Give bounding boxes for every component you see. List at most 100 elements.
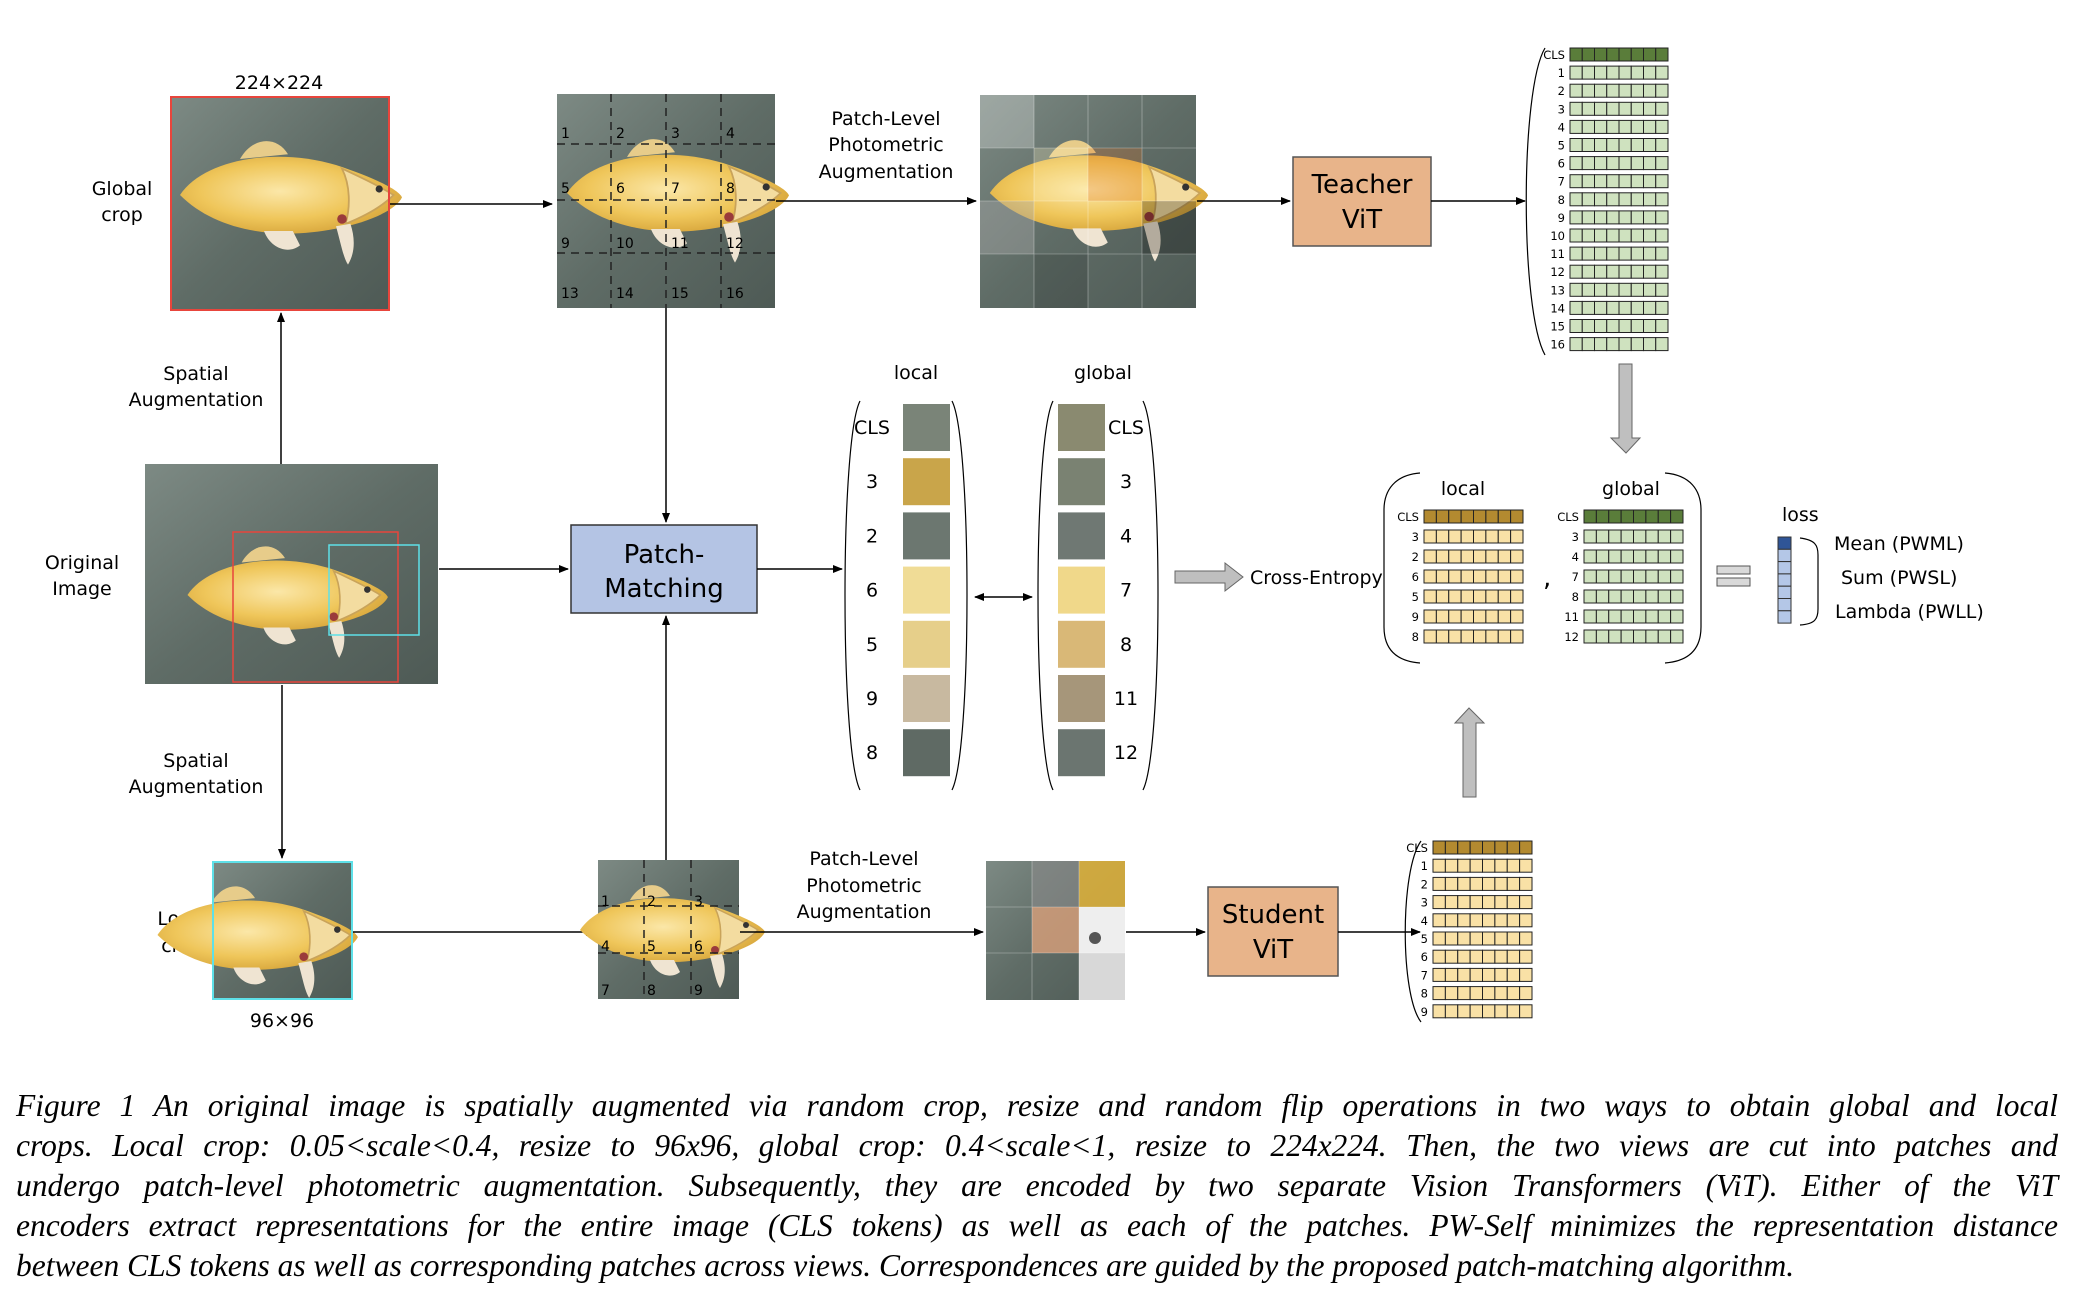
patch-number: 11 bbox=[671, 236, 689, 252]
teacher-token-label: 1 bbox=[1558, 66, 1565, 80]
token-cell bbox=[1608, 569, 1622, 584]
token-cell bbox=[1618, 337, 1632, 352]
token-cell bbox=[1618, 246, 1632, 261]
token-cell bbox=[1594, 174, 1608, 189]
token-cell bbox=[1594, 319, 1608, 333]
token-cell bbox=[1423, 609, 1437, 624]
token-cell bbox=[1608, 629, 1622, 644]
ce-global-token-label: 11 bbox=[1564, 610, 1579, 624]
token-cell bbox=[1655, 300, 1669, 315]
ce-global-cls-token bbox=[1583, 509, 1684, 524]
token-cell bbox=[1432, 949, 1446, 964]
token-cell bbox=[1485, 569, 1499, 584]
matched-local-id: 5 bbox=[866, 634, 878, 656]
original-image-label-line2: Image bbox=[52, 578, 112, 600]
token-cell bbox=[1643, 101, 1657, 116]
global-crop-region bbox=[232, 531, 399, 683]
token-cell bbox=[1657, 549, 1672, 564]
token-cell bbox=[1595, 589, 1610, 604]
token-cell bbox=[1595, 529, 1610, 544]
token-cell bbox=[1432, 876, 1446, 891]
token-cell bbox=[1581, 228, 1595, 243]
token-cell bbox=[1643, 264, 1657, 279]
token-cell bbox=[1519, 876, 1533, 891]
teacher-patch-token bbox=[1569, 228, 1669, 243]
token-cell bbox=[1606, 47, 1620, 62]
teacher-token-label: 13 bbox=[1550, 283, 1565, 297]
token-cell bbox=[1606, 337, 1620, 352]
ce-local-patch-token bbox=[1423, 549, 1524, 564]
token-cell bbox=[1620, 609, 1634, 624]
token-cell bbox=[1594, 65, 1608, 80]
token-cell bbox=[1581, 337, 1595, 352]
teacher-token-label: 15 bbox=[1550, 320, 1565, 334]
token-cell bbox=[1569, 101, 1583, 116]
token-cell bbox=[1581, 83, 1595, 98]
teacher-token-label: 2 bbox=[1558, 84, 1565, 98]
token-cell bbox=[1618, 210, 1632, 225]
token-cell bbox=[1569, 282, 1583, 297]
token-cell bbox=[1482, 858, 1496, 873]
token-cell bbox=[1506, 840, 1521, 855]
token-cell bbox=[1594, 300, 1608, 315]
loss-cell bbox=[1777, 610, 1792, 624]
ce-local-patch-token bbox=[1423, 609, 1524, 624]
token-cell bbox=[1655, 228, 1669, 243]
token-cell bbox=[1608, 549, 1622, 564]
patch-number: 5 bbox=[561, 181, 570, 197]
token-cell bbox=[1595, 509, 1610, 524]
token-cell bbox=[1569, 300, 1583, 315]
token-cell bbox=[1510, 509, 1524, 524]
token-cell bbox=[1494, 913, 1508, 928]
token-cell bbox=[1569, 174, 1583, 189]
token-cell bbox=[1581, 65, 1595, 80]
token-cell bbox=[1581, 282, 1595, 297]
matched-global-patch bbox=[1058, 404, 1105, 451]
teacher-patch-token bbox=[1569, 264, 1669, 279]
ce-local-token-label: 8 bbox=[1412, 630, 1419, 644]
ce-global-token-label: 7 bbox=[1572, 570, 1579, 584]
teacher-patch-token bbox=[1569, 192, 1669, 207]
teacher-token-label: 6 bbox=[1558, 157, 1565, 171]
teacher-token-label: 7 bbox=[1558, 175, 1565, 189]
token-cell bbox=[1643, 47, 1657, 62]
token-cell bbox=[1630, 47, 1644, 62]
matched-global-bracket-left bbox=[1037, 400, 1054, 791]
token-cell bbox=[1645, 549, 1659, 564]
token-cell bbox=[1473, 589, 1487, 604]
token-cell bbox=[1645, 609, 1659, 624]
original-image-label-line1: Original bbox=[45, 552, 119, 574]
matched-global-patch bbox=[1058, 566, 1105, 614]
token-cell bbox=[1460, 529, 1474, 544]
token-cell bbox=[1510, 529, 1524, 544]
token-cell bbox=[1618, 65, 1632, 80]
teacher-patch-token bbox=[1569, 319, 1669, 333]
teacher-patch-token bbox=[1569, 83, 1669, 98]
token-cell bbox=[1630, 282, 1644, 297]
token-cell bbox=[1469, 967, 1483, 982]
token-cell bbox=[1569, 192, 1583, 207]
token-cell bbox=[1655, 192, 1669, 207]
token-cell bbox=[1630, 174, 1644, 189]
token-cell bbox=[1657, 609, 1672, 624]
token-cell bbox=[1618, 300, 1632, 315]
token-cell bbox=[1444, 840, 1459, 855]
teacher-token-label: 5 bbox=[1558, 139, 1565, 153]
token-cell bbox=[1633, 509, 1647, 524]
token-cell bbox=[1581, 300, 1595, 315]
token-cell bbox=[1423, 529, 1437, 544]
token-cell bbox=[1630, 156, 1644, 171]
token-cell bbox=[1494, 876, 1508, 891]
token-cell bbox=[1620, 589, 1634, 604]
teacher-patch-token bbox=[1569, 65, 1669, 80]
matched-global-id: CLS bbox=[1108, 417, 1144, 439]
token-cell bbox=[1435, 549, 1450, 564]
token-cell bbox=[1569, 246, 1583, 261]
patch-number: 6 bbox=[616, 181, 625, 197]
student-patch-token bbox=[1432, 895, 1533, 910]
token-cell bbox=[1606, 65, 1620, 80]
token-cell bbox=[1606, 264, 1620, 279]
token-cell bbox=[1583, 629, 1597, 644]
token-cell bbox=[1670, 609, 1684, 624]
token-cell bbox=[1485, 629, 1499, 644]
